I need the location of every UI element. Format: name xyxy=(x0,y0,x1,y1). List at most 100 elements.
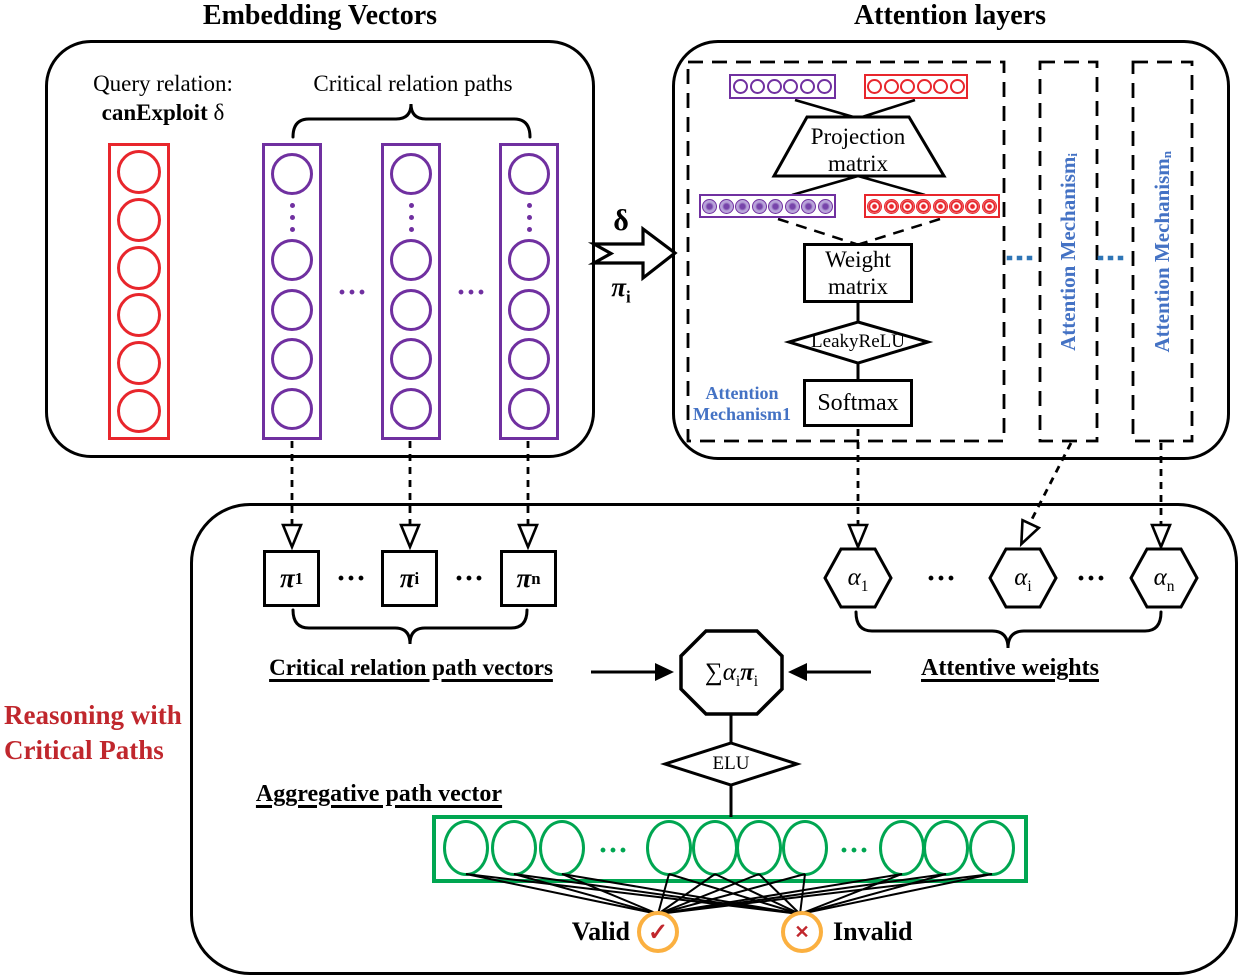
vector-cell xyxy=(732,79,748,94)
softmax-label: Softmax xyxy=(817,389,899,416)
cross-icon: ✕ xyxy=(794,921,810,942)
am-i-text: Attention Mechanism xyxy=(1055,156,1080,351)
vertical-ellipsis xyxy=(408,202,414,232)
vector-cell xyxy=(271,239,313,282)
attention-layers-box xyxy=(672,40,1230,460)
relation-path-vector-i xyxy=(381,143,441,440)
critical-relation-path-vectors-label: Critical relation path vectors xyxy=(269,655,553,680)
weight-line2: matrix xyxy=(827,274,889,299)
vector-cell xyxy=(271,338,313,381)
sum-symbol: ∑ xyxy=(704,659,723,686)
arrowhead-right xyxy=(655,663,674,681)
ellipsis: ··· xyxy=(925,562,956,595)
attentive-weights-label: Attentive weights xyxy=(921,655,1099,681)
vector-cell xyxy=(702,198,718,214)
leakyrelu-label: LeakyReLU xyxy=(811,331,905,352)
query-relation-value: canExploit δ xyxy=(78,99,248,126)
attention-title: Attention layers xyxy=(853,0,1047,31)
am-i-subscript: i xyxy=(1065,152,1081,157)
critical-relation-paths-label: Critical relation paths xyxy=(313,71,513,96)
vector-cell xyxy=(751,198,767,214)
transformed-vector-purple xyxy=(699,194,836,218)
vector-cell xyxy=(883,79,899,94)
vector-cell xyxy=(784,198,800,214)
alpha-subscript: i xyxy=(735,673,741,690)
valid-badge: ✓ xyxy=(637,911,679,953)
pi-subscript: 1 xyxy=(294,568,304,588)
vector-cell xyxy=(766,79,782,94)
alpha-subscript: i xyxy=(1027,578,1032,595)
alpha-node-i-label: αi xyxy=(983,563,1063,596)
alpha-node-1-label: α1 xyxy=(818,563,898,596)
attention-mechanism-1-box xyxy=(686,60,1006,443)
aggregation-formula: ∑αiπi xyxy=(681,658,782,691)
classification-fan-lines xyxy=(465,873,993,915)
alpha-subscript: n xyxy=(1166,578,1175,595)
vector-cell xyxy=(117,293,161,338)
vector-cell xyxy=(390,239,432,282)
open-arrowhead xyxy=(1019,518,1042,548)
vector-cell xyxy=(867,198,883,214)
aggregation-octagon xyxy=(679,629,784,716)
vector-cell xyxy=(508,288,550,331)
vector-cell xyxy=(117,245,161,290)
vector-cell xyxy=(817,198,833,214)
alpha-hexagon-n xyxy=(1129,547,1199,609)
open-arrowhead xyxy=(517,523,539,551)
dashed-connector xyxy=(777,217,857,246)
weight-matrix-box: Weight matrix xyxy=(803,243,913,303)
vector-cell xyxy=(271,288,313,331)
pi-arrow-label: πi xyxy=(586,272,656,307)
projection-matrix-label: Projection matrix xyxy=(788,123,928,177)
vector-cell xyxy=(271,153,313,196)
pi-symbol: π xyxy=(279,563,295,593)
projection-matrix-trapezoid xyxy=(771,115,947,178)
pi-subscript: n xyxy=(531,568,541,588)
dashed-connector xyxy=(1030,442,1073,520)
attention-mechanism-n-label: Attention Mechanismn xyxy=(1133,62,1192,441)
vector-cell xyxy=(390,387,432,430)
alpha-symbol: α xyxy=(847,564,861,591)
vector-cell xyxy=(117,197,161,242)
arrowhead-left xyxy=(788,663,807,681)
alpha-node-n-label: αn xyxy=(1124,563,1204,596)
projected-input-vector-purple xyxy=(729,74,836,99)
attention-mechanism-i-box xyxy=(1038,60,1099,443)
alpha-subscript: 1 xyxy=(860,578,869,595)
alpha-symbol: α xyxy=(1153,564,1167,591)
vector-cell xyxy=(390,338,432,381)
query-relation-symbol: δ xyxy=(213,100,225,125)
vector-cell xyxy=(783,79,799,94)
brace-alpha-nodes xyxy=(854,610,1163,649)
pi-symbol: π xyxy=(516,563,532,593)
connector-line xyxy=(857,174,926,197)
vector-cell xyxy=(508,153,550,196)
attention-mechanism-i-label: Attention Mechanismi xyxy=(1040,62,1097,441)
projection-line2: matrix xyxy=(827,151,889,177)
pi-subscript: i xyxy=(753,673,759,690)
brace-pi-nodes xyxy=(291,608,529,645)
vector-cell xyxy=(981,198,997,214)
am1-line1: Attention xyxy=(705,383,779,403)
vector-cell xyxy=(899,198,915,214)
pi-symbol: π xyxy=(740,659,754,686)
projection-line1: Projection xyxy=(810,124,906,149)
vector-cell xyxy=(117,149,161,194)
pi-symbol: π xyxy=(611,272,627,302)
vertical-ellipsis xyxy=(289,202,295,232)
vector-cell xyxy=(948,198,964,214)
vector-cell xyxy=(508,239,550,282)
check-icon: ✓ xyxy=(647,919,669,946)
softmax-box: Softmax xyxy=(803,379,913,427)
vector-cell xyxy=(900,79,916,94)
vector-cell xyxy=(749,79,765,94)
vector-cell xyxy=(390,288,432,331)
alpha-symbol: α xyxy=(1014,564,1028,591)
vector-cell xyxy=(801,198,817,214)
vector-cell xyxy=(817,79,833,94)
attention-mechanism1-label: Attention Mechanism1 xyxy=(684,383,800,425)
vector-cell xyxy=(508,387,550,430)
valid-label: Valid xyxy=(571,917,630,946)
